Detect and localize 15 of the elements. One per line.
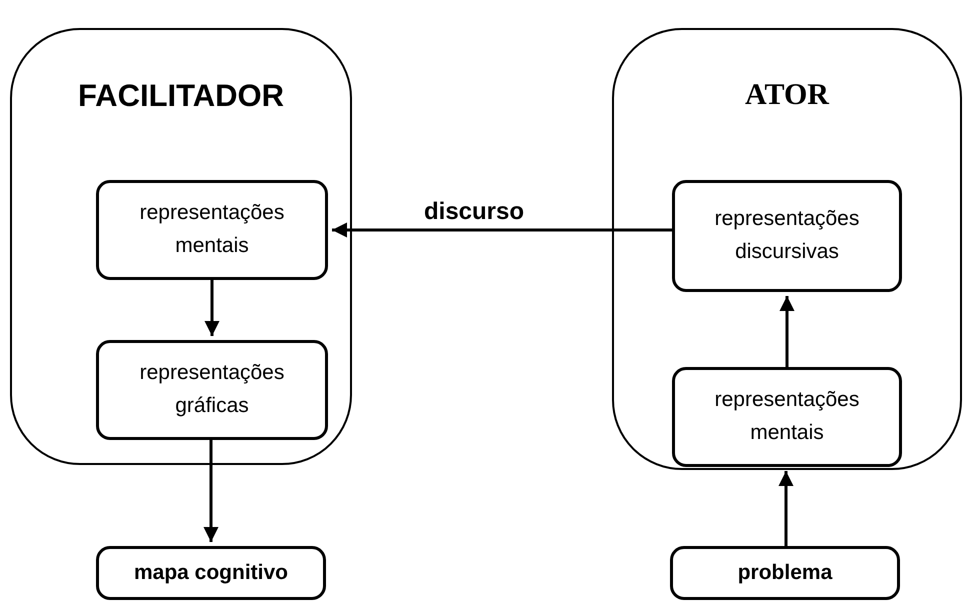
arrow	[204, 280, 220, 336]
process-box: representações discursivas	[672, 180, 902, 292]
process-box: problema	[670, 546, 900, 600]
group-panel	[612, 28, 962, 470]
process-box: mapa cognitivo	[96, 546, 326, 600]
arrow	[780, 296, 794, 367]
process-box: representações mentais	[672, 367, 902, 467]
process-box: representações gráficas	[96, 340, 328, 440]
group-panel	[10, 28, 352, 465]
arrow	[778, 471, 794, 546]
arrow	[204, 440, 218, 542]
process-box: representações mentais	[96, 180, 328, 280]
arrow	[332, 222, 672, 238]
group-title: FACILITADOR	[76, 78, 286, 114]
group-title: ATOR	[744, 78, 830, 112]
